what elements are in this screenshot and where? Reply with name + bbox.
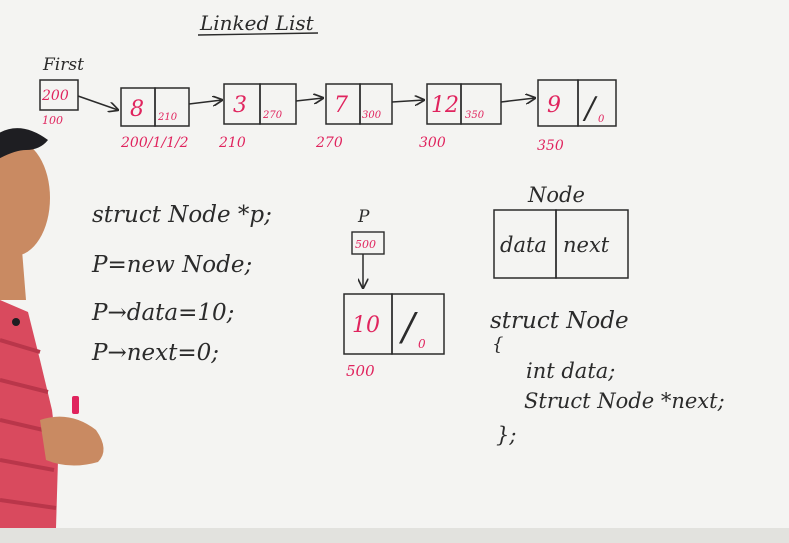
p-label: P <box>357 207 370 227</box>
node-2-address: 210 <box>218 135 246 151</box>
instructor-head <box>0 140 50 256</box>
node-1-next-cell <box>154 87 190 127</box>
new-node-data: 10 <box>352 313 380 338</box>
node-4-address: 300 <box>419 135 446 151</box>
struct-line-2: { <box>492 334 503 355</box>
new-node-address: 500 <box>346 362 375 380</box>
first-pointer-value: 200 <box>41 88 69 104</box>
node-2-next-cell <box>259 83 297 125</box>
instructor-arm <box>40 416 104 466</box>
code-line-2: P=new Node; <box>91 252 252 278</box>
instructor-hair <box>0 128 48 159</box>
arrow-node2-node3 <box>295 98 323 101</box>
marker-pen <box>72 396 79 414</box>
first-pointer-box <box>39 79 79 111</box>
title-underline <box>197 32 319 36</box>
first-pointer-address: 100 <box>42 114 63 127</box>
node-3-data: 7 <box>334 93 348 118</box>
new-node: 10 / 0 500 <box>343 293 445 380</box>
node-diagram-field-next: next <box>563 233 610 257</box>
node-3-next-cell <box>359 83 393 125</box>
node-4-next-cell <box>460 83 502 125</box>
node-4-data: 12 <box>431 93 459 118</box>
instructor-figure <box>0 128 104 528</box>
node-1-data: 8 <box>130 97 144 122</box>
instructor-mic <box>12 318 20 326</box>
node-2: 3 270 210 <box>218 83 297 151</box>
arrow-node1-node2 <box>188 100 222 104</box>
instructor-shirt-stripes <box>0 338 57 510</box>
node-diagram-next-cell <box>555 209 629 279</box>
node-diagram-field-data: data <box>500 233 547 257</box>
new-node-null-mark: 0 <box>418 337 426 351</box>
board-bottom-edge <box>0 528 789 543</box>
node-3: 7 300 270 <box>315 83 393 151</box>
node-5-data: 9 <box>547 93 561 118</box>
node-2-data: 3 <box>233 93 247 118</box>
node-3-next: 300 <box>362 110 382 121</box>
code-line-4: P→next=0; <box>91 340 219 366</box>
node-4: 12 350 300 <box>419 83 502 151</box>
node-2-next: 270 <box>262 110 283 121</box>
arrow-node4-node5 <box>500 98 535 102</box>
node-1: 8 210 200/1/1/2 <box>120 87 190 151</box>
first-label: First <box>42 55 84 75</box>
node-4-next: 350 <box>465 110 485 121</box>
struct-line-5: }; <box>496 423 516 447</box>
code-line-1: struct Node *p; <box>92 202 272 228</box>
node-5-next-cell <box>577 79 617 127</box>
code-line-3: P→data=10; <box>91 300 234 326</box>
board-title: Linked List <box>199 11 315 35</box>
arrow-node3-node4 <box>391 100 424 102</box>
struct-line-4: Struct Node *next; <box>524 389 725 413</box>
node-diagram-title: Node <box>527 183 585 207</box>
instructor-shirt <box>0 300 58 528</box>
node-1-address: 200/1/1/2 <box>120 135 189 151</box>
node-3-address: 270 <box>315 135 343 151</box>
node-5-null-mark: 0 <box>598 114 605 125</box>
struct-line-3: int data; <box>526 359 615 383</box>
first-to-node-arrow <box>77 95 118 110</box>
p-pointer-value: 500 <box>355 238 376 251</box>
struct-line-1: struct Node <box>490 308 629 334</box>
node-1-next: 210 <box>157 112 178 123</box>
new-node-next-cell <box>391 293 445 355</box>
new-node-next-slash: / <box>398 305 418 349</box>
node-5: 9 / 0 350 <box>537 79 617 154</box>
node-5-address: 350 <box>537 138 564 154</box>
node-5-next-slash: / <box>582 91 598 126</box>
p-pointer-box <box>351 231 385 255</box>
